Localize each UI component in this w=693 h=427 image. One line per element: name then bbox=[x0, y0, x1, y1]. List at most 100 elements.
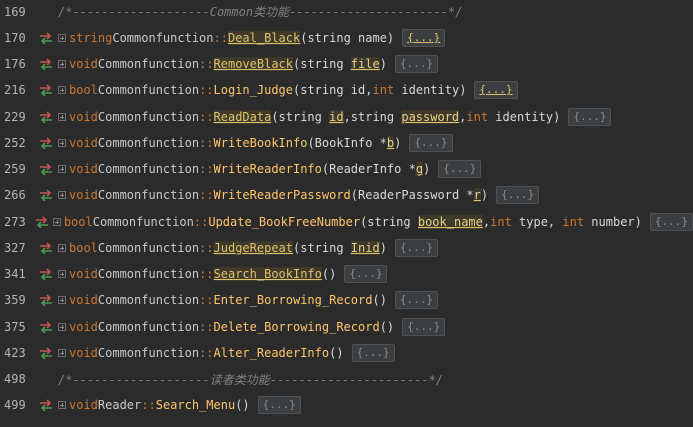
class-name: Commonfunction bbox=[112, 30, 214, 45]
line-number: 266 bbox=[4, 188, 26, 203]
fold-expand-icon[interactable] bbox=[52, 217, 61, 226]
function-name[interactable]: Deal_Black bbox=[227, 30, 301, 45]
folded-block-button[interactable]: {...} bbox=[394, 238, 439, 257]
parameter-text: () bbox=[379, 319, 395, 334]
fold-expand-icon[interactable] bbox=[58, 33, 66, 42]
fold-expand-icon[interactable] bbox=[58, 165, 66, 173]
fold-expand-icon[interactable] bbox=[58, 296, 66, 305]
parameter-text: () bbox=[321, 267, 337, 281]
comment: /*-------------------读者类功能--------------… bbox=[58, 372, 444, 387]
function-name[interactable]: Login_Judge bbox=[213, 83, 293, 98]
folded-block-button[interactable]: {...} bbox=[394, 55, 439, 73]
fold-expand-icon[interactable] bbox=[58, 348, 66, 357]
override-arrows-icon[interactable] bbox=[34, 32, 58, 44]
parameter-name: g bbox=[415, 162, 424, 176]
override-arrows-icon[interactable] bbox=[34, 268, 58, 280]
scope-operator: :: bbox=[199, 319, 214, 334]
folded-block-button[interactable]: {...} bbox=[402, 317, 446, 336]
scope-operator: :: bbox=[193, 214, 209, 229]
function-name[interactable]: WriteBookInfo bbox=[213, 135, 308, 150]
parameter-text: ) bbox=[379, 240, 387, 255]
function-name[interactable]: JudgeRepeat bbox=[213, 240, 293, 255]
fold-expand-icon[interactable] bbox=[58, 243, 66, 252]
function-name[interactable]: WriteReaderInfo bbox=[213, 162, 322, 176]
function-name[interactable]: Search_BookInfo bbox=[213, 267, 322, 281]
line-number: 423 bbox=[4, 345, 26, 360]
return-type: void bbox=[69, 109, 98, 124]
parameter-text: (string bbox=[271, 109, 330, 124]
override-arrows-icon[interactable] bbox=[34, 137, 58, 149]
fold-expand-icon[interactable] bbox=[58, 270, 66, 278]
return-type: void bbox=[69, 319, 98, 334]
parameter-text: int bbox=[372, 83, 395, 98]
override-arrows-icon[interactable] bbox=[34, 189, 58, 202]
override-arrows-icon[interactable] bbox=[34, 84, 58, 97]
folded-block-button[interactable]: {...} bbox=[438, 160, 482, 178]
return-type: void bbox=[69, 345, 98, 360]
function-name[interactable]: Update_BookFreeNumber bbox=[208, 214, 361, 229]
folded-block-button[interactable]: {...} bbox=[649, 212, 693, 231]
override-arrows-icon[interactable] bbox=[34, 110, 58, 123]
class-name: Commonfunction bbox=[97, 293, 200, 308]
folded-block-button[interactable]: {...} bbox=[474, 81, 518, 100]
function-name[interactable]: Search_Menu bbox=[155, 398, 236, 413]
class-name: Reader bbox=[97, 398, 142, 413]
parameter-text: int bbox=[490, 214, 512, 229]
folded-block-button[interactable]: {...} bbox=[409, 133, 453, 152]
override-arrows-icon[interactable] bbox=[34, 163, 58, 175]
folded-block-button[interactable]: {...} bbox=[394, 291, 439, 310]
override-arrows-icon[interactable] bbox=[34, 320, 58, 333]
parameter-text: (string bbox=[360, 214, 418, 229]
class-name: Commonfunction bbox=[97, 345, 200, 360]
return-type: void bbox=[69, 188, 98, 203]
parameter-text: () bbox=[372, 293, 387, 308]
code-content: void Commonfunction::WriteBookInfo(BookI… bbox=[58, 133, 453, 152]
line-number: 498 bbox=[4, 372, 26, 386]
function-name[interactable]: RemoveBlack bbox=[213, 57, 293, 71]
parameter-text: int bbox=[466, 109, 489, 124]
fold-expand-icon[interactable] bbox=[58, 322, 66, 331]
parameter-name: book_name bbox=[417, 214, 483, 229]
folded-block-button[interactable]: {...} bbox=[344, 265, 388, 283]
override-arrows-icon[interactable] bbox=[34, 58, 58, 70]
fold-expand-icon[interactable] bbox=[58, 401, 66, 410]
fold-expand-icon[interactable] bbox=[58, 86, 66, 95]
return-type: bool bbox=[69, 83, 98, 98]
folded-block-button[interactable]: {...} bbox=[568, 107, 612, 126]
return-type: void bbox=[69, 57, 98, 71]
line-number: 229 bbox=[4, 109, 26, 124]
code-content: void Commonfunction::Alter_ReaderInfo(){… bbox=[58, 343, 395, 362]
fold-expand-icon[interactable] bbox=[58, 138, 66, 147]
fold-expand-icon[interactable] bbox=[58, 191, 66, 200]
line-number: 169 bbox=[4, 4, 26, 19]
parameter-text: number) bbox=[584, 214, 642, 229]
override-arrows-icon[interactable] bbox=[34, 399, 58, 412]
function-name[interactable]: Alter_ReaderInfo bbox=[213, 345, 330, 360]
fold-expand-icon[interactable] bbox=[58, 112, 66, 121]
scope-operator: :: bbox=[199, 57, 214, 71]
line-number: 216 bbox=[4, 83, 26, 98]
override-arrows-icon[interactable] bbox=[34, 347, 58, 359]
override-arrows-icon[interactable] bbox=[34, 294, 58, 307]
folded-block-button[interactable]: {...} bbox=[351, 343, 395, 362]
class-name: Commonfunction bbox=[97, 319, 200, 334]
override-arrows-icon[interactable] bbox=[31, 215, 53, 228]
function-name[interactable]: WriteReaderPassword bbox=[213, 188, 351, 203]
code-content: /*-------------------Common类功能----------… bbox=[58, 3, 462, 20]
return-type: void bbox=[69, 267, 98, 281]
line-number: 170 bbox=[4, 30, 26, 45]
override-arrows-icon[interactable] bbox=[34, 242, 58, 254]
return-type: bool bbox=[63, 214, 93, 229]
folded-block-button[interactable]: {...} bbox=[402, 28, 446, 47]
fold-expand-icon[interactable] bbox=[58, 60, 66, 68]
function-name[interactable]: Delete_Borrowing_Record bbox=[213, 319, 380, 334]
folded-block-button[interactable]: {...} bbox=[257, 396, 301, 415]
function-name[interactable]: Enter_Borrowing_Record bbox=[213, 293, 373, 308]
code-content: void Commonfunction::WriteReaderInfo(Rea… bbox=[58, 160, 482, 178]
function-name[interactable]: ReadData bbox=[213, 109, 272, 124]
folded-block-button[interactable]: {...} bbox=[496, 186, 540, 205]
